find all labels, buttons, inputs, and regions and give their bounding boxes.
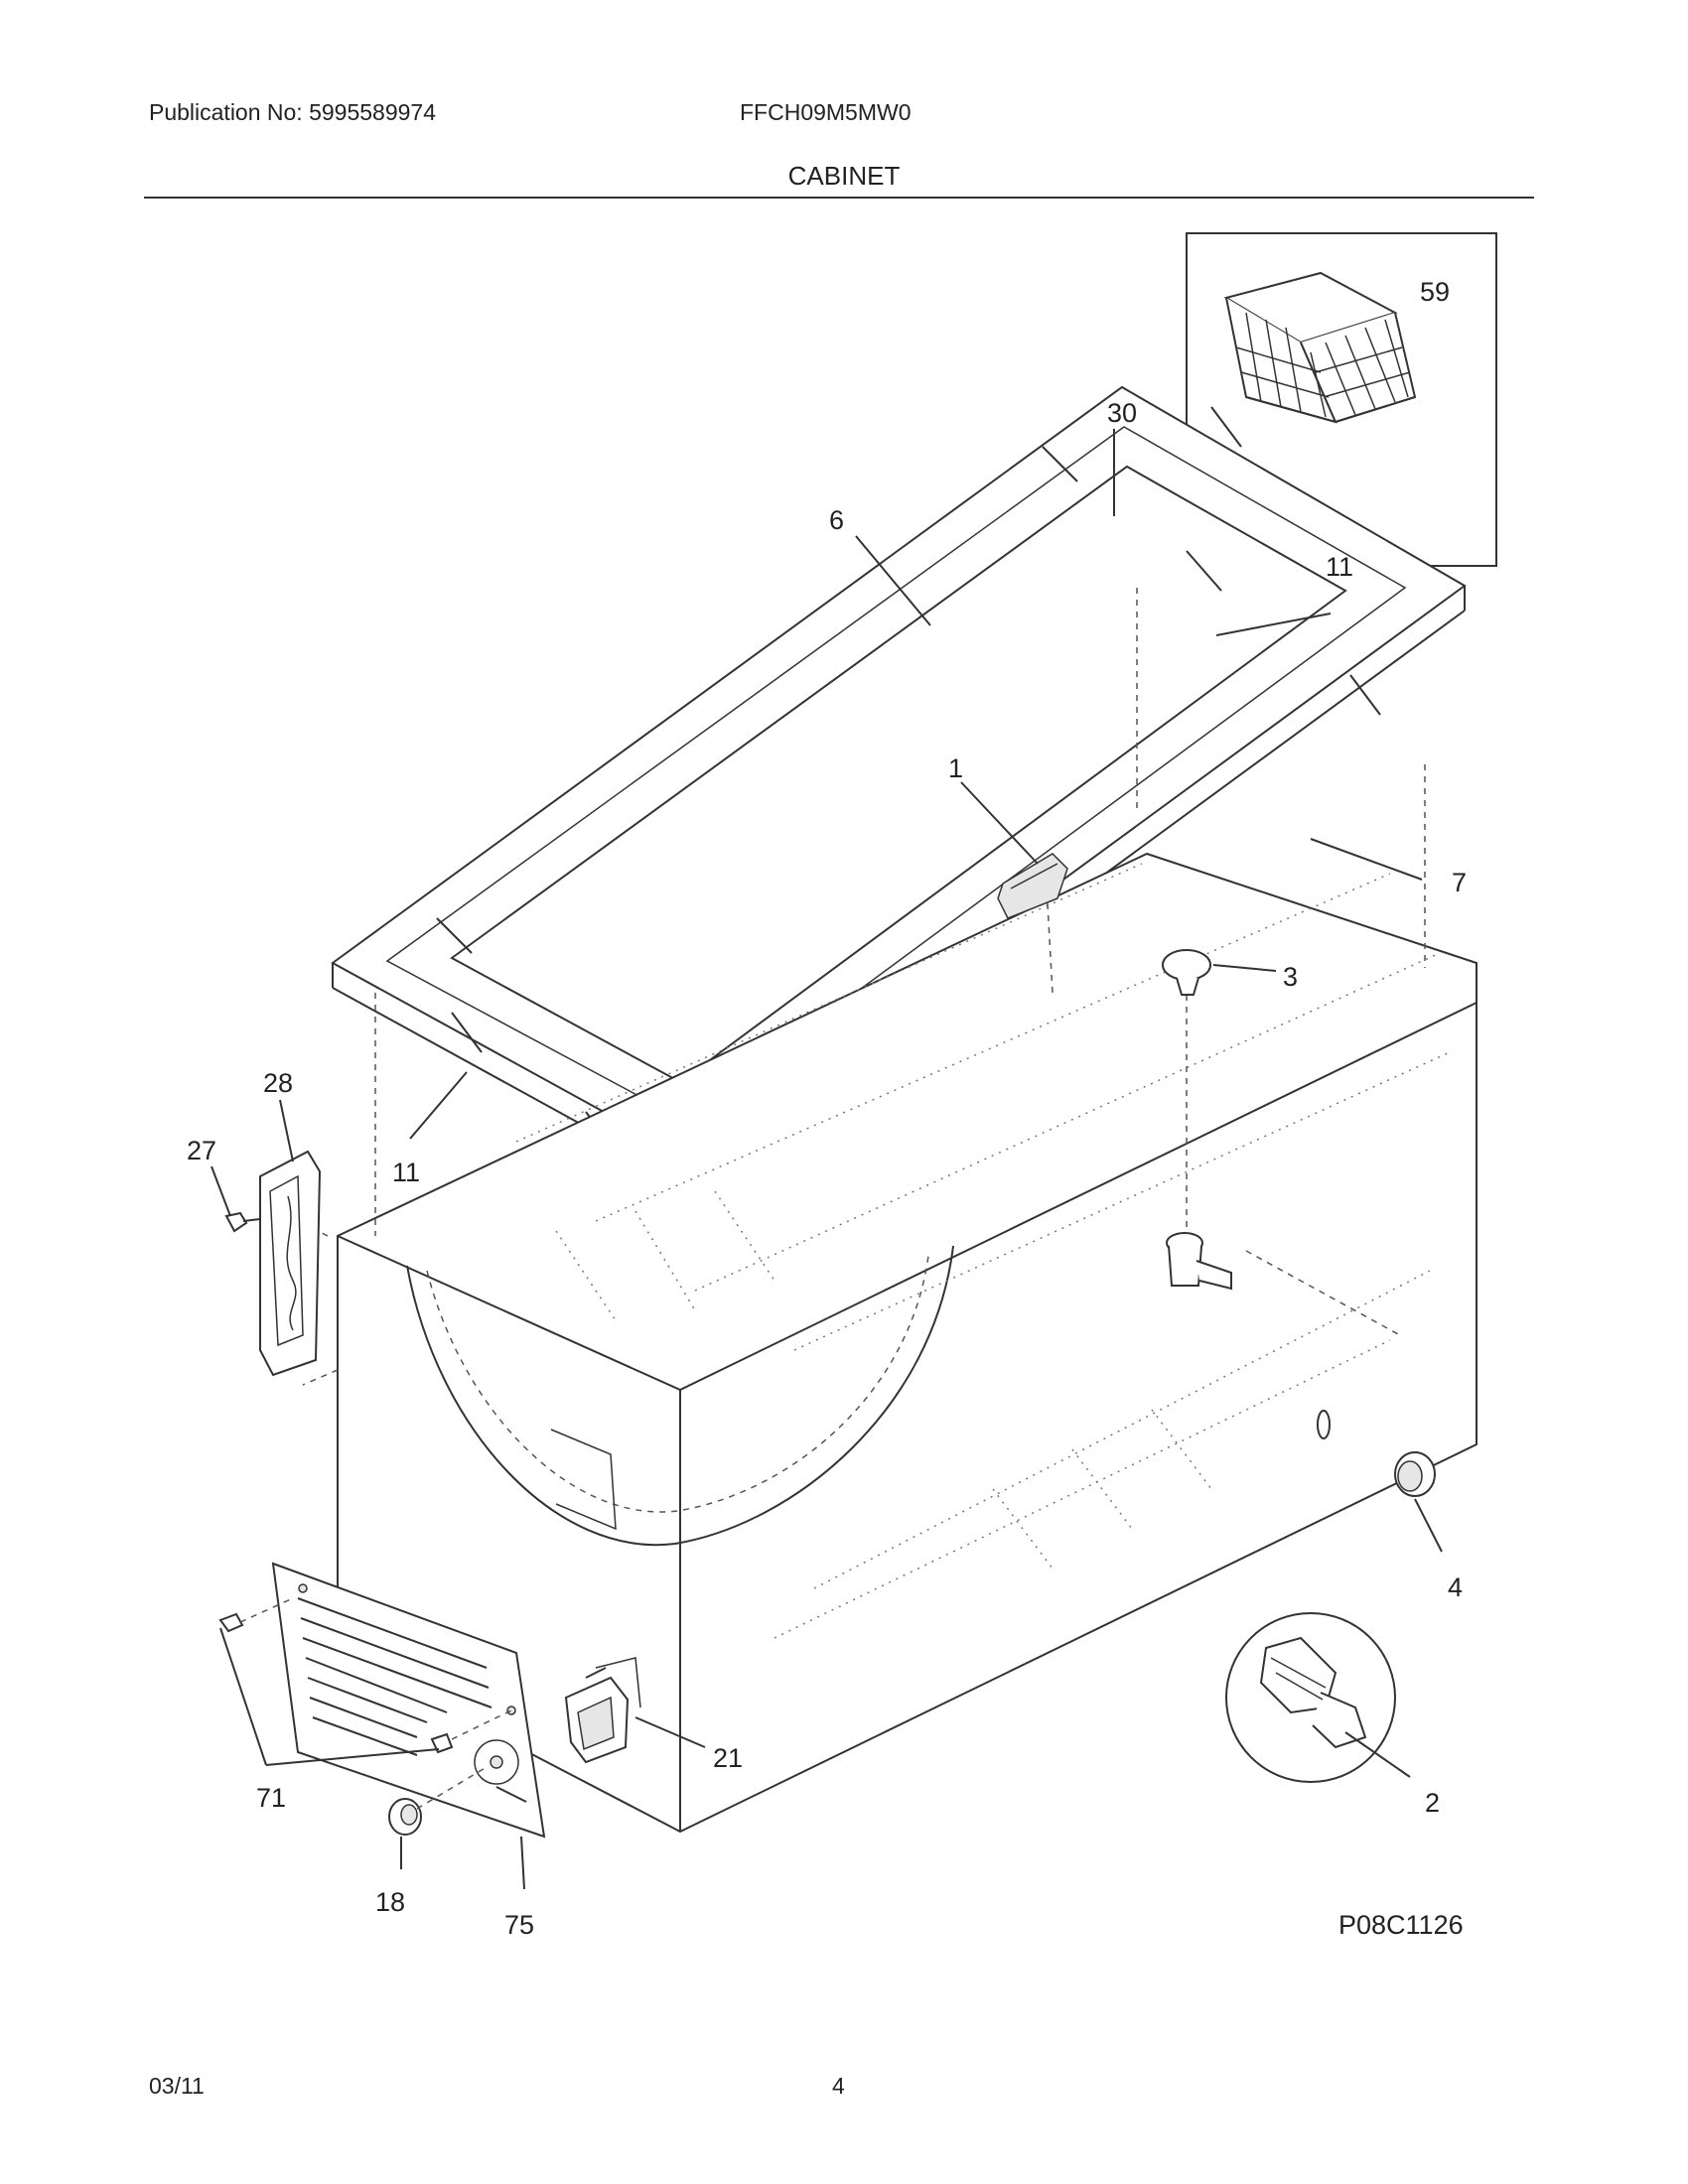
callout-28: 28 bbox=[263, 1068, 293, 1098]
plug-part bbox=[1162, 949, 1211, 996]
page-number: 4 bbox=[832, 2073, 845, 2099]
drain-cap-part bbox=[1394, 1451, 1436, 1497]
callout-2: 2 bbox=[1425, 1788, 1440, 1818]
cabinet-body bbox=[297, 588, 1477, 1834]
grille-panel bbox=[271, 1562, 546, 1839]
basket-inset bbox=[1186, 232, 1497, 567]
callout-75: 75 bbox=[504, 1910, 534, 1940]
callout-3: 3 bbox=[1283, 962, 1298, 992]
figure-id: P08C1126 bbox=[1338, 1910, 1464, 1940]
header-rule bbox=[144, 197, 1534, 199]
grille-button-part bbox=[388, 1766, 488, 1836]
callout-6: 6 bbox=[829, 505, 844, 535]
callout-11-top: 11 bbox=[1326, 552, 1353, 582]
callout-21: 21 bbox=[713, 1743, 743, 1773]
leader-lines bbox=[211, 429, 1443, 1890]
publication-number: Publication No: 5995589974 bbox=[149, 99, 437, 125]
model-number: FFCH09M5MW0 bbox=[740, 99, 912, 125]
section-title: CABINET bbox=[787, 161, 901, 191]
drain-fitting bbox=[1166, 1232, 1331, 1439]
drain-plug-detail bbox=[1225, 1612, 1396, 1783]
callout-27: 27 bbox=[187, 1136, 216, 1165]
callout-1: 1 bbox=[948, 753, 963, 783]
callout-11-bottom: 11 bbox=[392, 1158, 420, 1187]
callout-59: 59 bbox=[1420, 277, 1450, 307]
gasket-frame bbox=[331, 385, 1467, 1183]
hinge-screw-part bbox=[224, 1211, 261, 1233]
callout-7: 7 bbox=[1452, 868, 1467, 897]
light-switch-part bbox=[997, 853, 1068, 919]
grille-screws bbox=[218, 1597, 512, 1754]
basket-part bbox=[1223, 271, 1417, 424]
callout-71: 71 bbox=[256, 1783, 286, 1813]
power-switch-part bbox=[564, 1657, 641, 1764]
callout-30: 30 bbox=[1107, 398, 1137, 428]
hinge-part bbox=[259, 1150, 322, 1377]
callout-4: 4 bbox=[1448, 1572, 1463, 1602]
callout-18: 18 bbox=[375, 1887, 405, 1917]
publication-date: 03/11 bbox=[149, 2073, 205, 2099]
